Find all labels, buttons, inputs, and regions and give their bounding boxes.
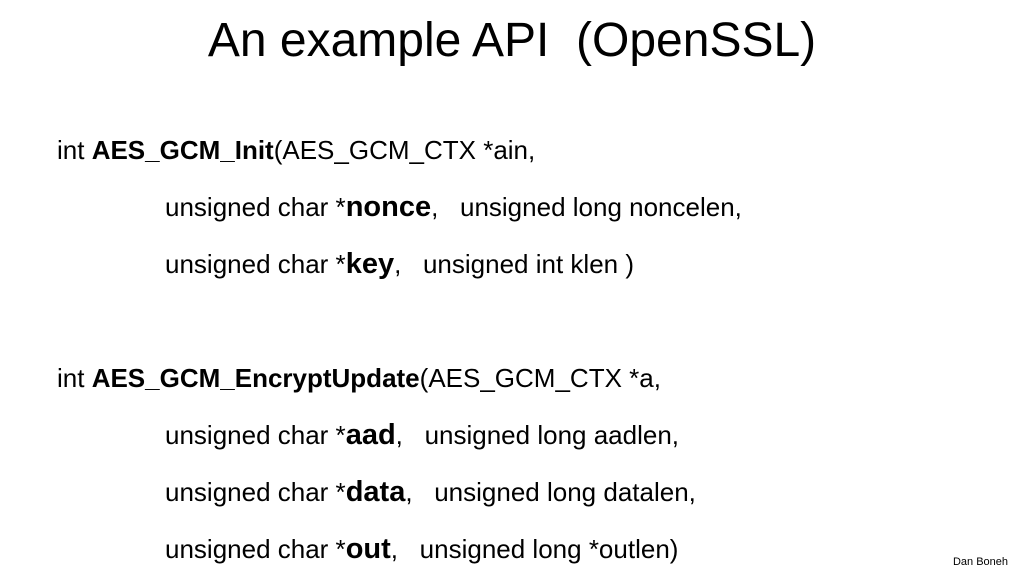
parameter-name: out [345, 533, 391, 565]
code-text: (AES_GCM_CTX *a, [419, 363, 661, 393]
code-line: int AES_GCM_EncryptUpdate(AES_GCM_CTX *a… [57, 350, 997, 407]
code-text: int [57, 363, 92, 393]
code-text: unsigned char * [165, 420, 346, 450]
code-text: (AES_GCM_CTX *ain, [273, 135, 536, 165]
code-text: , unsigned long datalen, [405, 477, 696, 507]
code-text: unsigned char * [165, 249, 346, 279]
code-text: , unsigned long noncelen, [431, 192, 742, 222]
api-signature-block: int AES_GCM_Init(AES_GCM_CTX *ain,unsign… [57, 122, 997, 578]
parameter-name: data [345, 476, 406, 508]
code-text: , unsigned int klen ) [394, 249, 634, 279]
code-text: unsigned char * [165, 192, 346, 222]
code-line: unsigned char *nonce, unsigned long nonc… [57, 179, 997, 236]
parameter-name: key [345, 248, 395, 280]
code-text: , unsigned long aadlen, [395, 420, 680, 450]
function-name: AES_GCM_Init [91, 135, 274, 165]
code-text: int [57, 135, 92, 165]
parameter-name: aad [345, 419, 396, 451]
page-title: An example API (OpenSSL) [207, 14, 817, 67]
code-line: int AES_GCM_Init(AES_GCM_CTX *ain, [57, 122, 997, 179]
code-text: , unsigned long *outlen) [390, 534, 679, 564]
parameter-name: nonce [345, 191, 432, 223]
code-line: unsigned char *data, unsigned long datal… [57, 464, 997, 521]
code-text: unsigned char * [165, 534, 346, 564]
function-name: AES_GCM_EncryptUpdate [91, 363, 420, 393]
code-text: unsigned char * [165, 477, 346, 507]
code-line: unsigned char *key, unsigned int klen ) [57, 236, 997, 293]
code-line: unsigned char *aad, unsigned long aadlen… [57, 407, 997, 464]
code-line-blank [57, 293, 997, 350]
code-line: unsigned char *out, unsigned long *outle… [57, 521, 997, 578]
slide-footer-attribution: Dan Boneh [952, 556, 1008, 568]
